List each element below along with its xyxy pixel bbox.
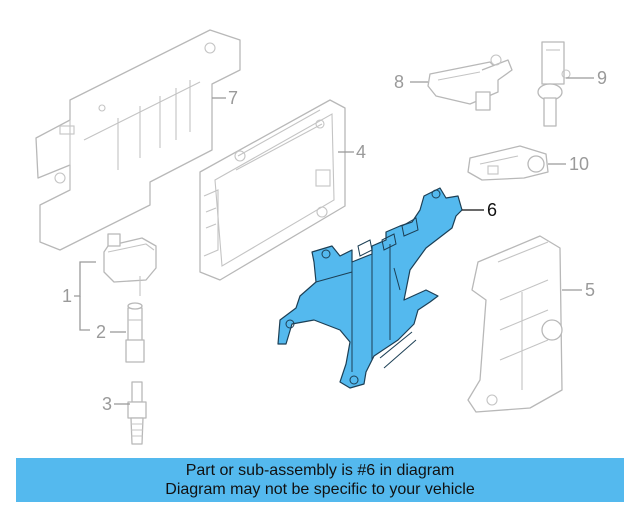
leader-1-lower (79, 296, 90, 331)
part-4-control-module[interactable] (199, 99, 346, 281)
info-banner: Part or sub-assembly is #6 in diagram Di… (16, 458, 624, 502)
callout-7: 7 (228, 88, 239, 108)
part-8-sensor[interactable] (427, 54, 513, 111)
part-3-spark-plug[interactable] (127, 381, 147, 445)
part-2-coil-boot[interactable] (125, 302, 145, 363)
banner-line-2: Diagram may not be specific to your vehi… (165, 481, 475, 498)
callout-3: 3 (102, 394, 113, 414)
callout-10: 10 (569, 154, 590, 174)
part-7-bracket-housing[interactable] (35, 29, 241, 251)
callout-2: 2 (96, 322, 107, 342)
callout-4: 4 (356, 142, 367, 162)
part-5-mounting-bracket[interactable] (467, 235, 563, 413)
callout-1: 1 (62, 286, 73, 306)
part-6-module-bracket-highlighted[interactable] (277, 187, 463, 389)
banner-line-1: Part or sub-assembly is #6 in diagram (185, 462, 455, 479)
leader-1 (74, 261, 96, 297)
callout-8: 8 (394, 72, 405, 92)
parts-diagram (35, 29, 594, 445)
part-10-sensor[interactable] (467, 145, 549, 181)
callout-6: 6 (487, 200, 498, 220)
callout-5: 5 (585, 280, 596, 300)
callout-leaders (74, 77, 594, 405)
callout-9: 9 (597, 68, 608, 88)
part-9-sensor[interactable] (537, 41, 571, 127)
part-1-ignition-coil[interactable] (103, 233, 157, 296)
